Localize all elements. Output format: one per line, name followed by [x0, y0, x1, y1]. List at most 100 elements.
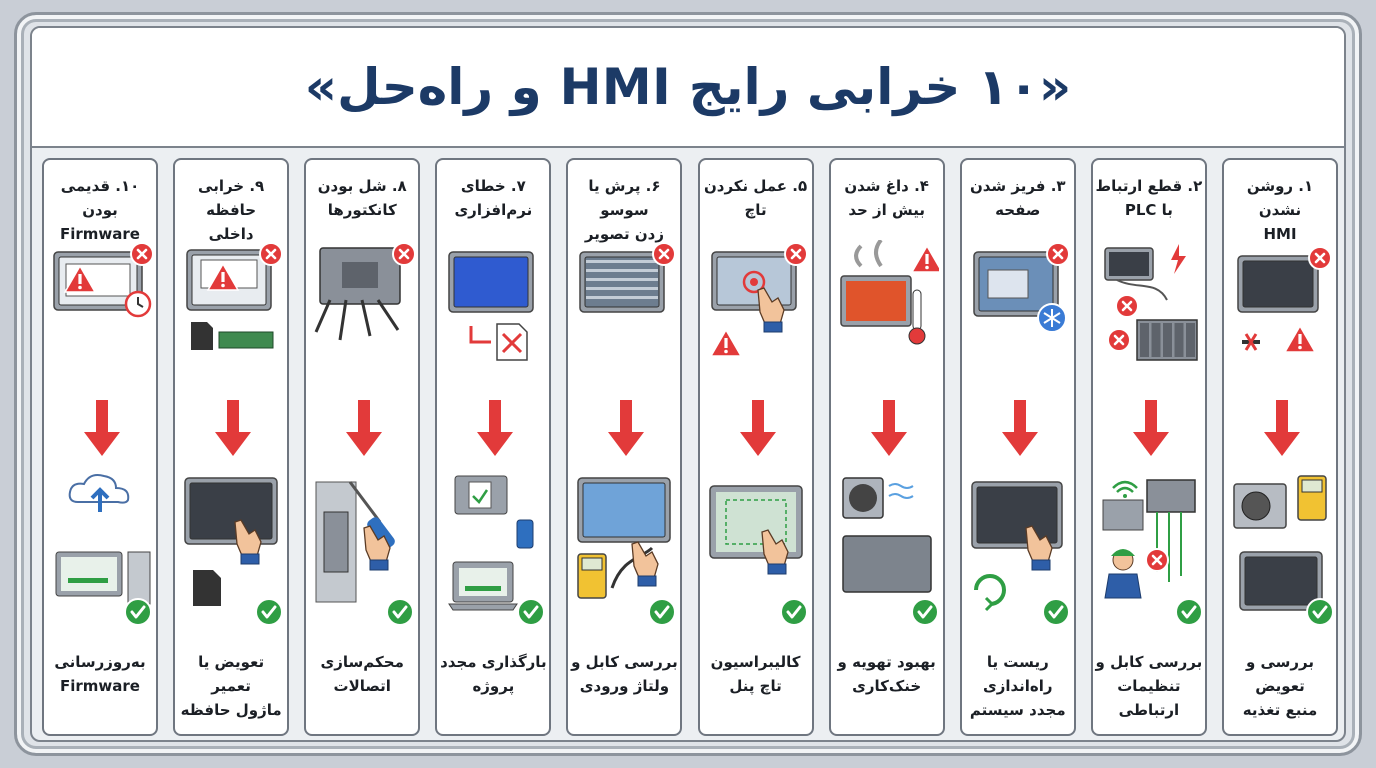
solution-illustration [448, 475, 546, 626]
solution-line: پروژه [472, 677, 515, 695]
fault-card-2: ۲. قطع ارتباط با PLC بررسی کابل و تنظیمات ار… [1090, 158, 1207, 736]
monitor-icon [1239, 551, 1323, 611]
fault-title-line: HMI [1263, 225, 1297, 243]
solution-line: منبع تغذیه [1242, 701, 1318, 719]
ram-icon [218, 331, 274, 349]
fault-title-line: کانکتورها [327, 201, 397, 219]
fault-title: ۴. داغ شدن بیش از حد [833, 174, 941, 232]
multimeter-icon [577, 553, 608, 599]
overheat-icon [839, 240, 912, 327]
problem-illustration [1104, 244, 1198, 361]
fan-icon [841, 477, 884, 519]
hand-icon [234, 519, 262, 565]
ok-icon [1174, 598, 1201, 626]
fault-title: ۱. روشن نشدن HMI [1226, 174, 1334, 243]
fault-title-line: داخلی [208, 225, 254, 243]
page-title: «۱۰ خرابی رایج HMI و راه‌حل» [304, 58, 1072, 116]
ok-icon [1041, 598, 1070, 626]
solution-line: کالیبراسیون [710, 653, 801, 671]
infographic-panel: «۱۰ خرابی رایج HMI و راه‌حل» ۱. روشن نشد… [30, 26, 1346, 742]
problem-illustration [839, 240, 939, 345]
ok-icon [255, 598, 284, 626]
fault-title-line: بیش از حد [848, 201, 925, 219]
solution-line: محکم‌سازی [320, 653, 404, 671]
flicker-screen-icon [586, 278, 659, 281]
solution-line: بررسی کابل و [1095, 653, 1203, 671]
down-arrow-icon [739, 400, 776, 456]
fault-title-line: ۲. قطع ارتباط [1095, 177, 1203, 195]
solution-illustration [841, 477, 939, 626]
solution-illustration [1102, 479, 1201, 626]
hmi-icon [1102, 499, 1144, 531]
thermometer-icon [908, 289, 926, 345]
snowflake-icon [1036, 303, 1067, 333]
fault-title: ۹. خرابی حافظه داخلی [177, 174, 285, 243]
unplugged-icon [1242, 333, 1260, 351]
fault-title-line: نرم‌افزاری [454, 201, 533, 219]
calibration-icon [708, 485, 803, 559]
error-icon [1106, 328, 1131, 352]
solution-illustration [577, 477, 677, 626]
cable-icon [611, 546, 654, 589]
usb-icon [516, 519, 534, 549]
error-icon [259, 242, 284, 266]
hand-icon [760, 529, 789, 575]
error-icon [783, 242, 808, 266]
down-arrow-icon [1132, 400, 1169, 456]
warning-icon [206, 262, 240, 291]
solution-line: تنظیمات [1117, 677, 1181, 695]
solution-illustration [315, 481, 415, 626]
error-icon [1045, 242, 1070, 266]
hmi-icon [1104, 247, 1154, 281]
power-supply-icon [1233, 483, 1287, 529]
solution-line: مجدد سیستم [969, 701, 1066, 719]
heatsink-icon [841, 535, 932, 593]
solution-line: تاچ پنل [729, 677, 782, 695]
fault-title-line: ۹. خرابی حافظه [198, 177, 265, 219]
fault-title-line: با PLC [1124, 201, 1173, 219]
fault-title: ۲. قطع ارتباط با PLC [1095, 174, 1203, 232]
solution-illustration [708, 485, 808, 626]
computer-icon [55, 551, 151, 605]
solution-line: ارتباطی [1118, 701, 1180, 719]
solution-line: بهبود تهویه و [837, 653, 936, 671]
solution-illustration [971, 481, 1070, 626]
solution-line: راه‌اندازی [982, 677, 1053, 695]
touch-icon [742, 270, 765, 294]
problem-illustration [709, 242, 808, 357]
fault-title-line: ۳. فریز شدن [969, 177, 1066, 195]
warning-icon [1283, 324, 1317, 353]
error-icon [130, 242, 152, 266]
fault-title-line: ۴. داغ شدن [844, 177, 929, 195]
sd-card-icon [191, 322, 214, 350]
down-arrow-icon [477, 400, 514, 456]
problem-illustration [448, 251, 535, 361]
error-icon [392, 242, 415, 266]
fault-title-line: ۱. روشن نشدن [1246, 177, 1314, 219]
solution-illustration [55, 474, 152, 626]
flicker-screen-icon [586, 296, 659, 299]
error-icon [1308, 246, 1332, 270]
clock-icon [124, 290, 152, 318]
fault-title-line: ۵. عمل نکردن [703, 177, 808, 195]
down-arrow-icon [215, 400, 252, 456]
solution-line: Firmware [60, 677, 140, 695]
problem-illustration [579, 242, 677, 313]
monitor-icon [1237, 255, 1319, 313]
ok-icon [910, 598, 939, 626]
hand-icon [1025, 525, 1053, 571]
problem-illustration [186, 242, 284, 350]
ok-icon [517, 598, 546, 626]
